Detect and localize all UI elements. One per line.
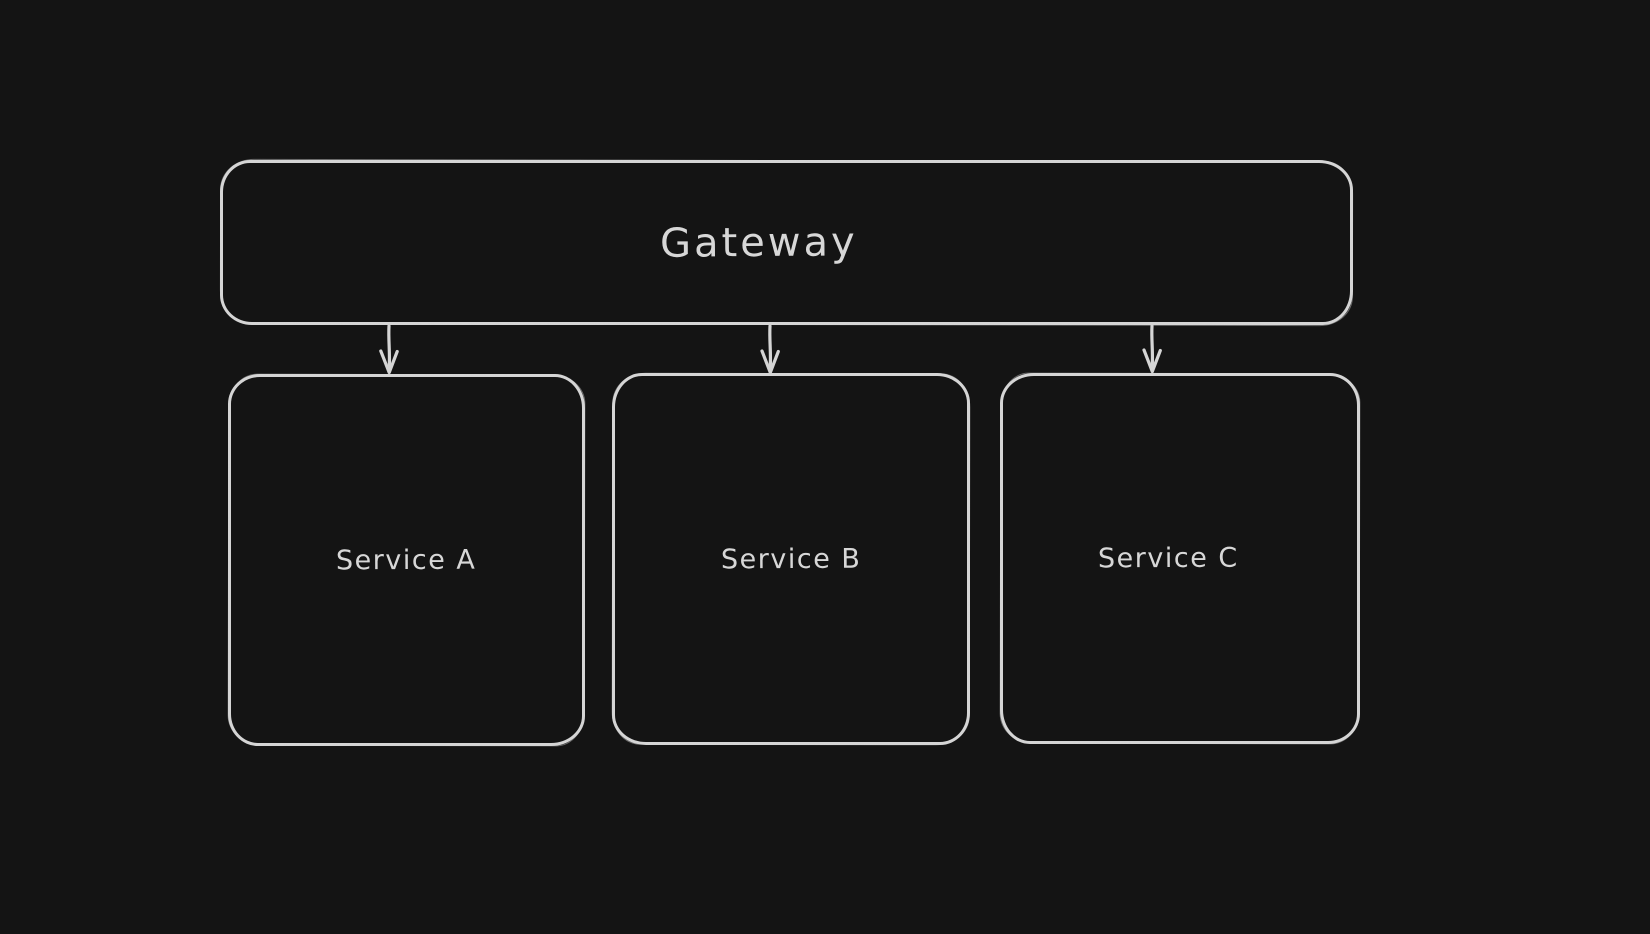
arrow-line xyxy=(768,324,773,369)
node-service-c: Service C xyxy=(1000,373,1360,744)
node-service-a: Service A xyxy=(228,374,585,746)
arrow-line xyxy=(1150,324,1155,368)
arrow-head-icon xyxy=(760,349,780,375)
node-service-c-label: Service C xyxy=(1097,542,1239,575)
node-gateway: Gateway xyxy=(220,160,1353,325)
arrow-gateway-to-service-c xyxy=(1142,324,1162,374)
node-service-b: Service B xyxy=(612,373,970,745)
arrow-gateway-to-service-a xyxy=(379,324,399,375)
arrow-head-icon xyxy=(1142,348,1162,374)
arrow-line xyxy=(387,324,392,369)
node-service-b-label: Service B xyxy=(720,543,862,575)
node-service-a-label: Service A xyxy=(336,544,477,576)
arrow-head-icon xyxy=(379,349,399,375)
arrow-gateway-to-service-b xyxy=(760,324,780,375)
node-gateway-label: Gateway xyxy=(659,218,858,267)
